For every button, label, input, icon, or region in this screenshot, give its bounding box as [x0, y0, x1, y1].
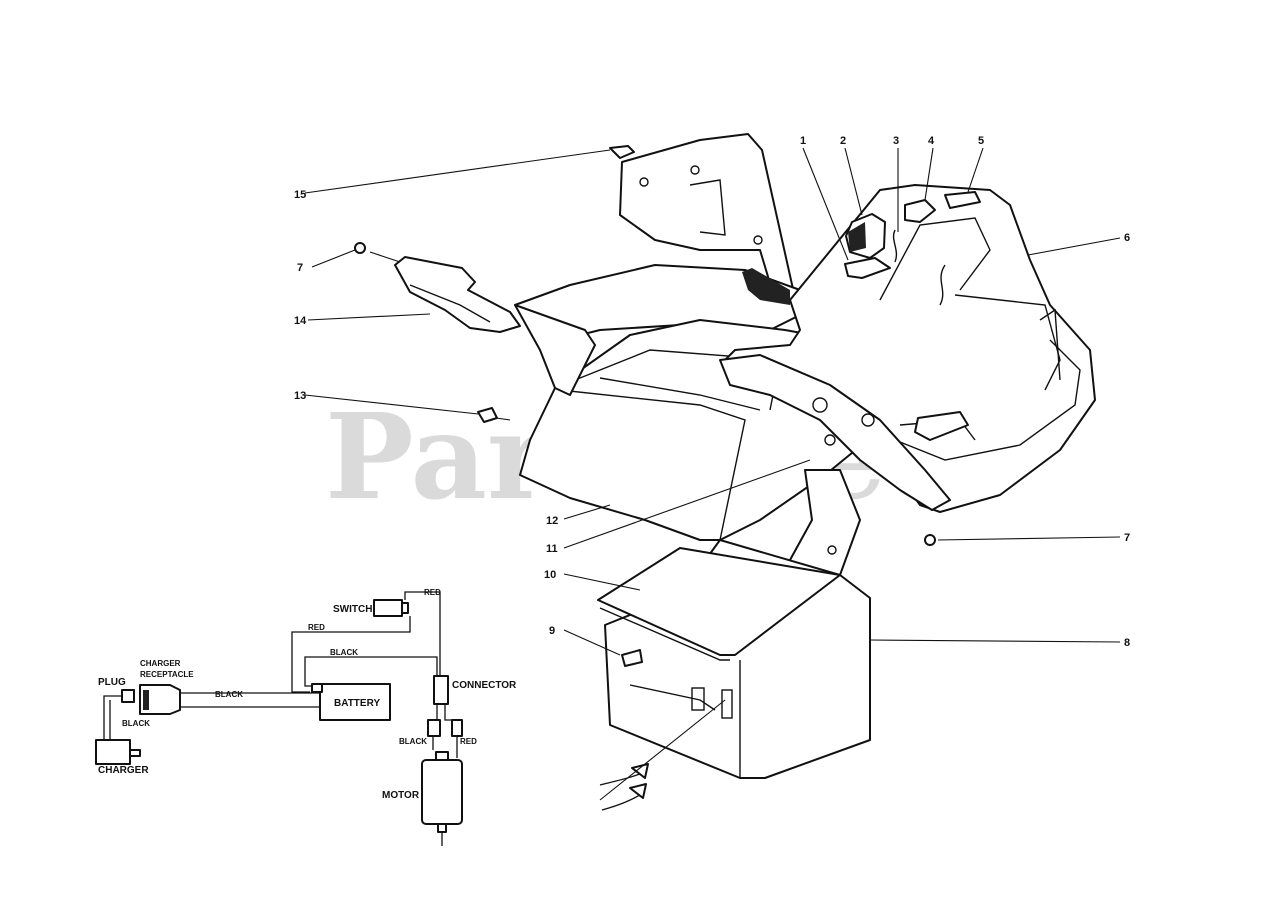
callout-10: 10 — [544, 569, 556, 581]
red-mid-label: RED — [308, 623, 325, 632]
black-line-label: BLACK — [215, 690, 243, 699]
charger-icon — [95, 739, 131, 765]
wiring-schematic: SWITCH RED RED BLACK BATTERY BLACK CHARG… — [95, 588, 517, 846]
switch-icon — [373, 599, 403, 617]
black-motor-label: BLACK — [399, 737, 427, 746]
charger-receptacle-label-1: CHARGER — [140, 659, 181, 668]
body-assembly — [514, 184, 1096, 581]
connector-icon — [433, 675, 449, 705]
battery-box — [597, 539, 871, 811]
battery-label: BATTERY — [334, 698, 380, 709]
callout-15: 15 — [294, 189, 306, 201]
connector-label: CONNECTOR — [452, 680, 517, 691]
plug-icon — [121, 689, 135, 703]
switch-parts — [844, 191, 981, 306]
callout-12: 12 — [546, 515, 558, 527]
switch-label: SWITCH — [333, 604, 372, 615]
callout-7-left: 7 — [297, 262, 303, 274]
callout-2: 2 — [840, 135, 846, 147]
callout-3: 3 — [893, 135, 899, 147]
callout-6: 6 — [1124, 232, 1130, 244]
plug-label: PLUG — [98, 677, 126, 688]
black-plug-label: BLACK — [122, 719, 150, 728]
charger-label: CHARGER — [98, 765, 149, 776]
callout-5: 5 — [978, 135, 984, 147]
charger-receptacle-label-2: RECEPTACLE — [140, 670, 194, 679]
callout-11: 11 — [546, 543, 558, 555]
callout-9: 9 — [549, 625, 555, 637]
red-motor-label: RED — [460, 737, 477, 746]
callout-4: 4 — [928, 135, 935, 147]
callout-7-right: 7 — [1124, 532, 1130, 544]
red-top-label: RED — [424, 588, 441, 597]
leader-lines — [304, 147, 1121, 801]
motor-icon — [421, 759, 463, 825]
callout-8: 8 — [1124, 637, 1130, 649]
callout-14: 14 — [294, 315, 307, 327]
battery-icon — [319, 683, 391, 721]
motor-label: MOTOR — [382, 790, 420, 801]
left-handle-part — [394, 256, 521, 333]
callout-13: 13 — [294, 390, 306, 402]
callout-numbers: 1 2 3 4 5 6 7 7 8 9 10 11 12 13 14 15 — [294, 135, 1130, 649]
black-top-label: BLACK — [330, 648, 358, 657]
fasteners — [354, 145, 936, 546]
callout-1: 1 — [800, 135, 806, 147]
